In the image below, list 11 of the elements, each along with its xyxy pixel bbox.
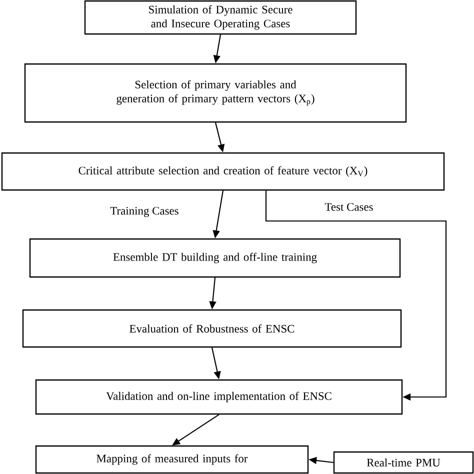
edge-label: Test Cases [324, 202, 374, 212]
edge-label: Training Cases [109, 206, 180, 218]
process-box: Evaluation of Robustness of ENSC [22, 309, 402, 348]
process-box: Real-time PMU [333, 451, 474, 474]
process-box: Critical attribute selection and creation of feature vector (X$_{V}$) [1, 152, 445, 191]
process-box: Mapping of measured inputs for [35, 445, 309, 474]
process-box: Validation and on-line implementation of ENSC [35, 379, 403, 415]
process-box: Simulation of Dynamic Secure and Insecure Operating Cases [84, 0, 357, 35]
process-box: Selection of primary variables and generation of primary pattern vectors (X$_{p}$) [24, 63, 407, 123]
process-box: Ensemble DT building and off-line training [29, 238, 401, 278]
arrow [265, 190, 447, 401]
